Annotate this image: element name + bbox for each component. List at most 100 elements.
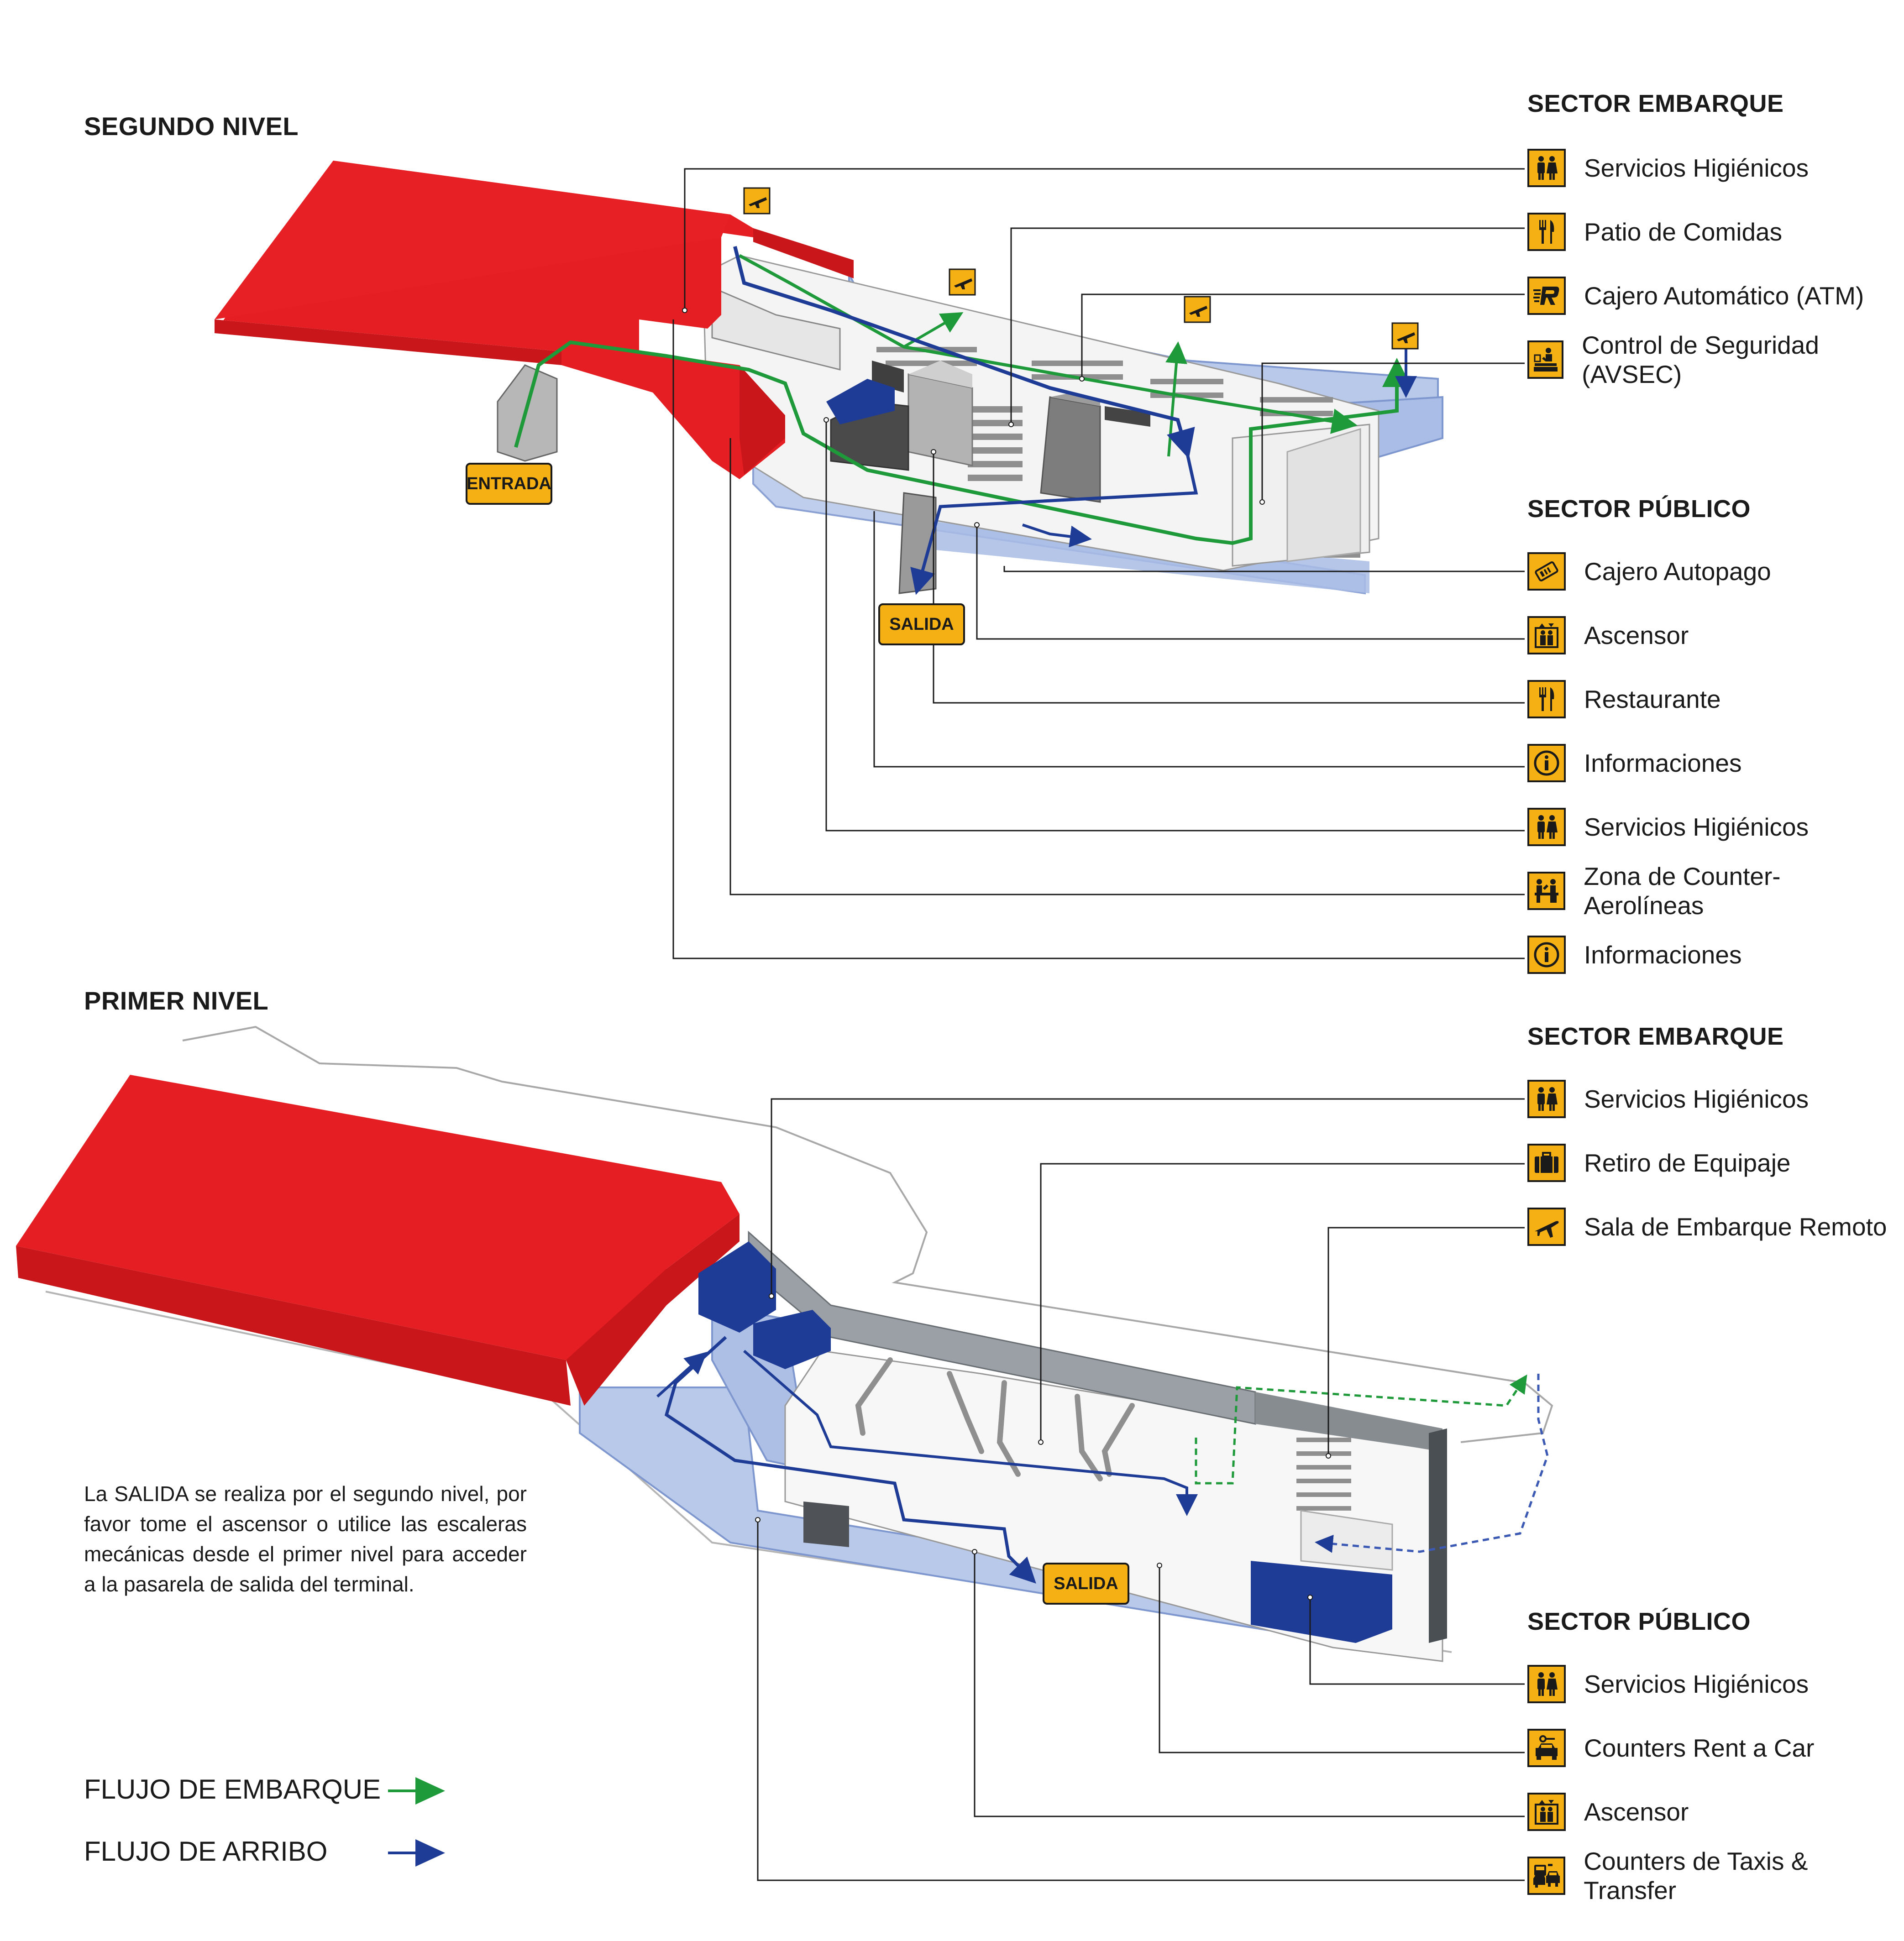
- legend-atm: Cajero Automático (ATM): [1527, 277, 1864, 315]
- lower-boarding-sector-title: SECTOR EMBARQUE: [1527, 1023, 1784, 1050]
- atm-icon: [1527, 277, 1566, 315]
- elevator-icon: [1527, 616, 1566, 654]
- upper-boarding-flow-3: [903, 312, 964, 348]
- upper-block-medium-top: [1050, 392, 1100, 406]
- taxi-icon: [1527, 1857, 1566, 1895]
- legend-information-upper-1: Informaciones: [1527, 744, 1742, 782]
- upper-arrival-flow-2: [910, 451, 1198, 595]
- legend-restrooms-public-upper: Servicios Higiénicos: [1527, 808, 1809, 846]
- airline-counter-icon: [1527, 872, 1566, 910]
- upper-arrival-flow-4: [1022, 523, 1092, 548]
- exit-note: La SALIDA se realiza por el segundo nive…: [84, 1482, 527, 1596]
- entrance-ramp: [497, 364, 558, 462]
- legend-rent-a-car: Counters Rent a Car: [1527, 1729, 1815, 1767]
- legend-label: Informaciones: [1584, 941, 1742, 969]
- exit-callout-upper: SALIDA: [878, 603, 965, 645]
- legend-label: Servicios Higiénicos: [1584, 1085, 1809, 1113]
- lower-level-plan: [16, 1025, 1553, 1881]
- legend-label: Ascensor: [1584, 621, 1689, 649]
- security-check-icon: [1527, 340, 1564, 379]
- lower-arrival-flow-2: [743, 1350, 1198, 1516]
- information-icon: [1527, 744, 1566, 782]
- upper-block-white-3: [1286, 428, 1361, 562]
- lower-grey-wall-2: [1255, 1392, 1442, 1451]
- legend-label: Cajero Automático (ATM): [1584, 282, 1864, 310]
- lower-level-title: PRIMER NIVEL: [84, 986, 269, 1015]
- legend-elevator-upper: Ascensor: [1527, 616, 1689, 654]
- upper-level-title: SEGUNDO NIVEL: [84, 112, 299, 141]
- lower-dark-box: [803, 1502, 849, 1547]
- legend-food-court: Patio de Comidas: [1527, 213, 1783, 251]
- legend-label: Counters Rent a Car: [1584, 1734, 1815, 1762]
- lower-public-sector-title: SECTOR PÚBLICO: [1527, 1608, 1751, 1635]
- upper-arrival-flow: [733, 246, 1195, 459]
- lower-dark-column: [1429, 1428, 1447, 1643]
- lower-boarding-flow-remote: [1195, 1374, 1527, 1485]
- elevator-icon: [1527, 1793, 1566, 1831]
- legend-label: Servicios Higiénicos: [1584, 154, 1809, 182]
- upper-public-sector-title: SECTOR PÚBLICO: [1527, 495, 1751, 523]
- legend-label: Servicios Higiénicos: [1584, 1670, 1809, 1698]
- parking-payment-icon: [1527, 552, 1566, 591]
- legend-information-upper-2: Informaciones: [1527, 936, 1742, 974]
- upper-gate-plane-icons: [749, 197, 1415, 343]
- legend-label: Cajero Autopago: [1584, 557, 1771, 586]
- upper-block-white-1: [711, 286, 841, 371]
- restroom-icon: [1527, 1080, 1566, 1118]
- rent-a-car-icon: [1527, 1729, 1566, 1767]
- lower-blue-zone-1: [698, 1241, 776, 1333]
- lower-arrival-flow-3: [656, 1351, 707, 1398]
- legend-baggage-claim: Retiro de Equipaje: [1527, 1144, 1791, 1182]
- legend-label: Control de Seguridad (AVSEC): [1582, 331, 1819, 388]
- legend-restrooms-public-lower: Servicios Higiénicos: [1527, 1665, 1809, 1703]
- upper-blue-zone-2: [826, 379, 895, 424]
- fork-knife-icon: [1527, 213, 1566, 251]
- upper-red-building: [215, 161, 854, 479]
- lower-arrival-flow: [664, 1336, 1036, 1584]
- lower-red-building: [16, 1075, 740, 1406]
- legend-restrooms-boarding-upper: Servicios Higiénicos: [1527, 149, 1809, 187]
- restroom-icon: [1527, 1665, 1566, 1703]
- lower-leader-lines: [757, 1098, 1525, 1881]
- upper-block-medium: [1040, 396, 1101, 503]
- legend-airline-counters: Zona de Counter- Aerolíneas: [1527, 862, 1904, 920]
- lower-blue-zone-3: [1251, 1561, 1392, 1643]
- legend-label: Zona de Counter- Aerolíneas: [1584, 862, 1781, 920]
- lower-blue-zone-2: [753, 1310, 831, 1369]
- legend-taxi-transfer: Counters de Taxis & Transfer: [1527, 1847, 1904, 1904]
- legend-label: Ascensor: [1584, 1798, 1689, 1826]
- upper-gate-markers: [743, 187, 1419, 350]
- baggage-icon: [1527, 1144, 1566, 1182]
- legend-label: Informaciones: [1584, 749, 1742, 777]
- legend-parking-payment: Cajero Autopago: [1527, 552, 1771, 591]
- information-icon: [1527, 936, 1566, 974]
- legend-restrooms-boarding-lower: Servicios Higiénicos: [1527, 1080, 1809, 1118]
- fork-knife-icon: [1527, 680, 1566, 718]
- legend-label: Servicios Higiénicos: [1584, 813, 1809, 841]
- lower-apron-outline: [182, 1025, 1553, 1443]
- lower-arrival-flow-remote: [1315, 1374, 1549, 1553]
- upper-boarding-flow: [514, 340, 1411, 545]
- upper-leader-dots: [682, 308, 1265, 528]
- legend-label: Sala de Embarque Remoto: [1584, 1213, 1887, 1241]
- exit-callout-lower: SALIDA: [1043, 1563, 1129, 1605]
- upper-level-plan: [215, 161, 1525, 959]
- legend-elevator-lower: Ascensor: [1527, 1793, 1689, 1831]
- restroom-icon: [1527, 808, 1566, 846]
- legend-label: Retiro de Equipaje: [1584, 1149, 1791, 1177]
- restroom-icon: [1527, 149, 1566, 187]
- lower-white-block: [1300, 1510, 1393, 1571]
- legend-remote-boarding: Sala de Embarque Remoto: [1527, 1208, 1887, 1246]
- legend-label: Counters de Taxis & Transfer: [1584, 1847, 1808, 1904]
- upper-leader-lines: [672, 168, 1525, 959]
- seating-area: [876, 347, 1360, 558]
- airplane-icon: [1527, 1208, 1566, 1246]
- boarding-flow-label: FLUJO DE EMBARQUE: [84, 1774, 381, 1805]
- lower-leader-dots: [755, 1293, 1331, 1600]
- flow-legend-arrows: [388, 1777, 445, 1867]
- legend-restaurant: Restaurante: [1527, 680, 1721, 718]
- arrival-flow-label: FLUJO DE ARRIBO: [84, 1836, 328, 1867]
- upper-boarding-sector-title: SECTOR EMBARQUE: [1527, 90, 1784, 117]
- legend-label: Patio de Comidas: [1584, 218, 1783, 246]
